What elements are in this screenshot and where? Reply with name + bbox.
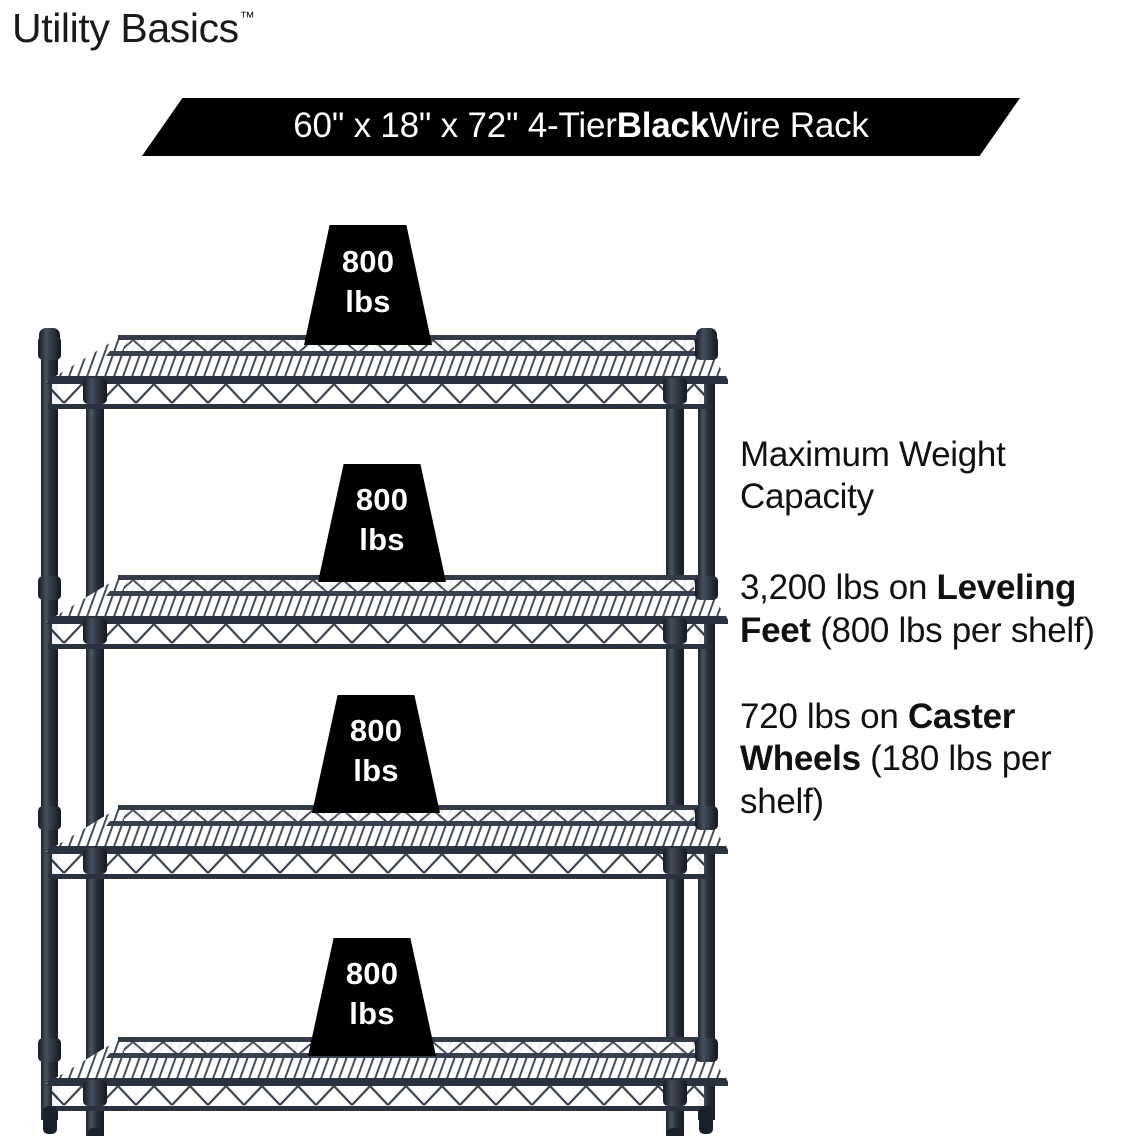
wire-rack-drawing [38, 328, 728, 1136]
badge-unit: lbs [353, 753, 399, 788]
badge-value: 800 [345, 956, 399, 992]
badge-value: 800 [349, 713, 403, 749]
shelf-tier-3 [46, 805, 728, 879]
badge-unit: lbs [359, 522, 405, 557]
badge-value: 800 [341, 244, 395, 280]
shelf-tier-1 [46, 335, 728, 409]
capacity-info-block: Maximum Weight Capacity 3,200 lbs on Lev… [740, 434, 1130, 823]
badge-unit: lbs [345, 284, 391, 319]
brand-name: Utility Basics [12, 5, 239, 51]
capacity-heading: Maximum Weight Capacity [740, 435, 1006, 516]
weight-badge-tier-3: 800 lbs [312, 695, 440, 813]
spacer [740, 517, 1130, 567]
banner-title-emphasis: Black [616, 106, 710, 145]
badge-unit: lbs [349, 996, 395, 1031]
leveling-lead: 3,200 lbs on [740, 568, 937, 608]
leveling-emphasis: Leveling Feet [740, 568, 1077, 650]
banner-title-suffix: Wire Rack [709, 106, 869, 145]
wire-rack-illustration [28, 300, 728, 1136]
badge-value: 800 [355, 482, 409, 518]
banner-background-shape [142, 98, 1020, 156]
caster-emphasis: Caster Wheels [740, 696, 1016, 779]
weight-badge-tier-1: 800 lbs [304, 225, 432, 345]
brand-logo: Utility Basics™ [12, 5, 255, 51]
leveling-tail: (800 lbs per shelf) [810, 610, 1095, 650]
weight-badge-tier-2: 800 lbs [318, 464, 446, 582]
spacer [740, 652, 1130, 696]
product-title-banner: 60" x 18" x 72" 4-Tier Black Wire Rack [0, 98, 1133, 158]
banner-title-prefix: 60" x 18" x 72" 4-Tier [293, 106, 617, 145]
banner-title-text: 60" x 18" x 72" 4-Tier Black Wire Rack [142, 98, 1020, 156]
weight-badge-tier-4: 800 lbs [308, 938, 436, 1056]
leveling-feet [43, 1106, 713, 1136]
caster-wheels-capacity: 720 lbs on Caster Wheels (180 lbs per sh… [740, 696, 1130, 823]
shelf-tier-2 [46, 575, 728, 649]
caster-lead: 720 lbs on [740, 696, 908, 736]
trademark-symbol: ™ [239, 9, 255, 26]
leveling-feet-capacity: 3,200 lbs on Leveling Feet (800 lbs per … [740, 567, 1130, 652]
caster-tail: (180 lbs per shelf) [740, 739, 1052, 821]
